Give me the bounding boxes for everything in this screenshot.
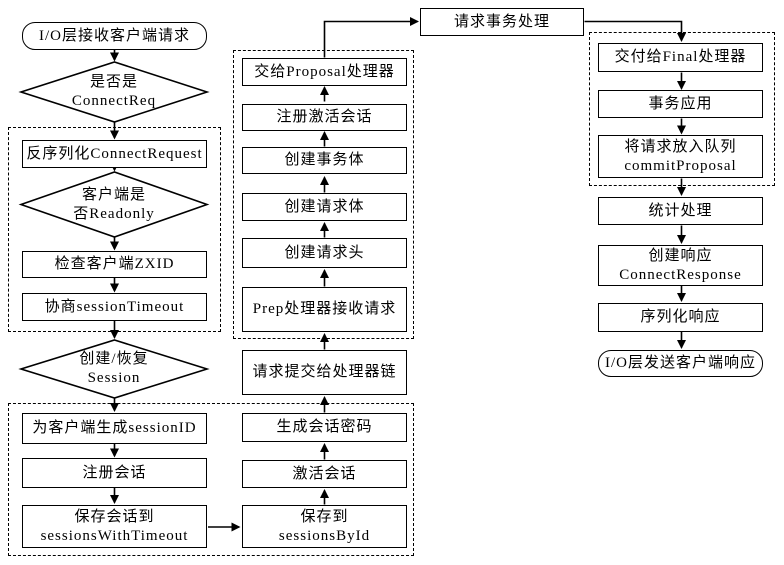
dashed-group-final-processor <box>589 32 775 186</box>
node-enqueue-commit-proposal: 将请求放入队列 commitProposal <box>598 135 763 178</box>
decision-label-create-restore-session: 创建/恢复 Session <box>79 351 149 386</box>
node-deserialize-connect-request: 反序列化ConnectRequest <box>22 140 207 168</box>
node-create-txn-body: 创建事务体 <box>242 147 407 174</box>
node-save-sessions-with-timeout: 保存会话到 sessionsWithTimeout <box>22 505 207 548</box>
node-create-connect-response: 创建响应 ConnectResponse <box>598 245 763 286</box>
node-io-send-response: I/O层发送客户端响应 <box>598 350 763 377</box>
dashed-group-session-create <box>8 403 414 556</box>
flow-arrows <box>110 17 686 532</box>
node-create-request-header: 创建请求头 <box>242 238 407 268</box>
node-save-sessions-by-id: 保存到 sessionsById <box>242 505 407 548</box>
node-create-request-body: 创建请求体 <box>242 193 407 221</box>
node-serialize-response: 序列化响应 <box>598 303 763 332</box>
node-generate-session-id: 为客户端生成sessionID <box>22 413 207 444</box>
node-negotiate-session-timeout: 协商sessionTimeout <box>22 293 207 321</box>
node-submit-to-processor-chain: 请求提交给处理器链 <box>242 350 407 395</box>
node-check-zxid: 检查客户端ZXID <box>22 251 207 278</box>
node-io-receive: I/O层接收客户端请求 <box>22 22 207 50</box>
node-to-proposal-processor: 交给Proposal处理器 <box>242 58 407 86</box>
node-request-txn-process: 请求事务处理 <box>420 8 584 36</box>
node-stats-process: 统计处理 <box>598 197 763 225</box>
node-activate-session: 激活会话 <box>242 460 407 488</box>
node-register-session: 注册会话 <box>22 458 207 488</box>
node-generate-session-password: 生成会话密码 <box>242 413 407 442</box>
node-to-final-processor: 交付给Final处理器 <box>598 43 763 72</box>
node-apply-txn: 事务应用 <box>598 90 763 118</box>
decision-diamond-shapes <box>18 61 210 399</box>
node-prep-processor-receive: Prep处理器接收请求 <box>242 287 407 332</box>
decision-label-is-readonly: 客户端是 否Readonly <box>73 186 155 222</box>
decision-label-is-connect-req: 是否是 ConnectReq <box>71 74 157 109</box>
node-register-activate-session: 注册激活会话 <box>242 104 407 131</box>
